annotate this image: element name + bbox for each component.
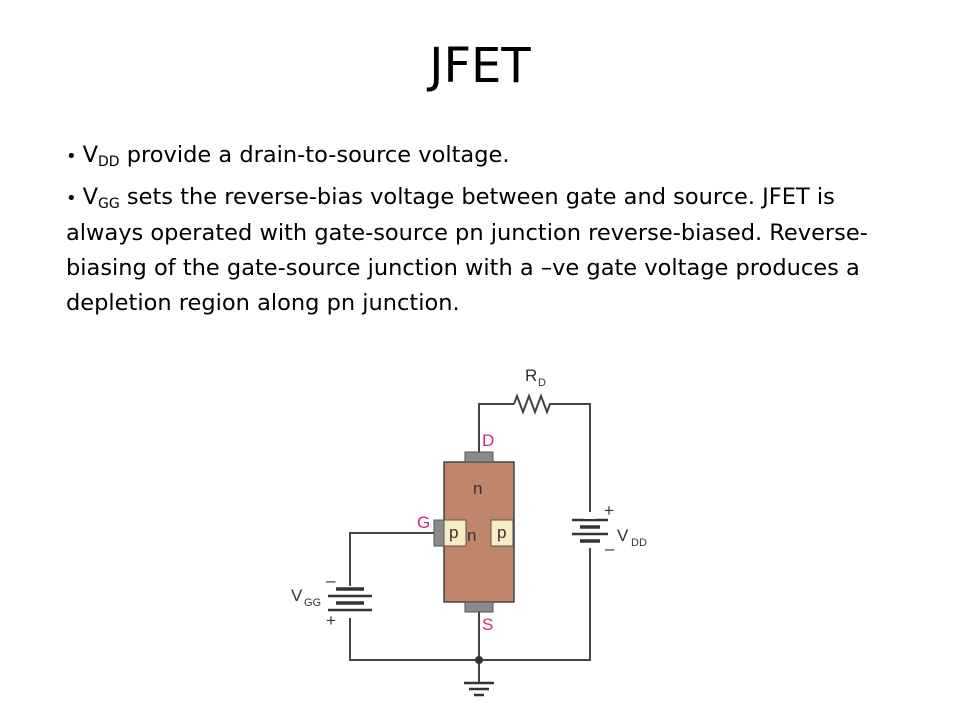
vdd-subscript: DD — [98, 154, 120, 170]
gate-label: G — [417, 513, 430, 532]
drain-contact — [464, 451, 494, 463]
source-contact — [464, 601, 494, 613]
vdd-subscript-label: DD — [631, 537, 647, 549]
vgg-subscript: GG — [98, 196, 120, 212]
source-label: S — [482, 615, 493, 634]
vdd-top-wire — [552, 403, 591, 520]
p-region-right — [490, 519, 514, 547]
vdd-gap — [584, 512, 596, 519]
bullet-vdd: •VDD provide a drain-to-source voltage. — [66, 138, 896, 174]
ground-icon — [464, 681, 494, 697]
jfet-circuit-diagram: R D + – V DD – + V GG p p n n D G S — [291, 366, 647, 697]
drain-label: D — [482, 431, 494, 450]
vgg-label: V — [291, 586, 303, 605]
bullet-dot-icon: • — [66, 188, 77, 209]
bullet-dot-icon: • — [66, 146, 77, 167]
n-top-label: n — [473, 479, 482, 498]
p-right-label: p — [497, 523, 506, 542]
junction-dot — [475, 656, 483, 664]
n-mid-label: n — [467, 526, 476, 545]
vgg-plus-sign: + — [326, 611, 336, 630]
bullet-vgg: •VGG sets the reverse-bias voltage betwe… — [66, 180, 896, 321]
bullet-list: •VDD provide a drain-to-source voltage. … — [66, 138, 896, 327]
bullet-text: sets the reverse-bias voltage between ga… — [66, 184, 868, 316]
gate-contact — [433, 519, 445, 547]
vdd-battery-icon — [572, 518, 608, 543]
gate-wire — [349, 532, 434, 586]
vgg-minus-sign: – — [326, 571, 336, 590]
vgg-symbol: V — [82, 184, 99, 210]
resistor-icon — [513, 393, 552, 415]
rd-label: R — [525, 366, 537, 385]
bullet-text: provide a drain-to-source voltage. — [119, 142, 510, 168]
bottom-wire — [349, 548, 591, 661]
p-region-left — [443, 519, 467, 547]
vdd-symbol: V — [82, 142, 99, 168]
vgg-subscript-label: GG — [304, 597, 321, 609]
rd-subscript: D — [538, 377, 546, 389]
p-left-label: p — [449, 523, 458, 542]
vdd-plus-sign: + — [604, 501, 614, 520]
page-title: JFET — [429, 38, 531, 94]
vdd-label: V — [617, 526, 629, 545]
vgg-battery-icon — [328, 587, 372, 612]
drain-wire — [478, 403, 514, 452]
vdd-minus-sign: – — [605, 539, 615, 558]
